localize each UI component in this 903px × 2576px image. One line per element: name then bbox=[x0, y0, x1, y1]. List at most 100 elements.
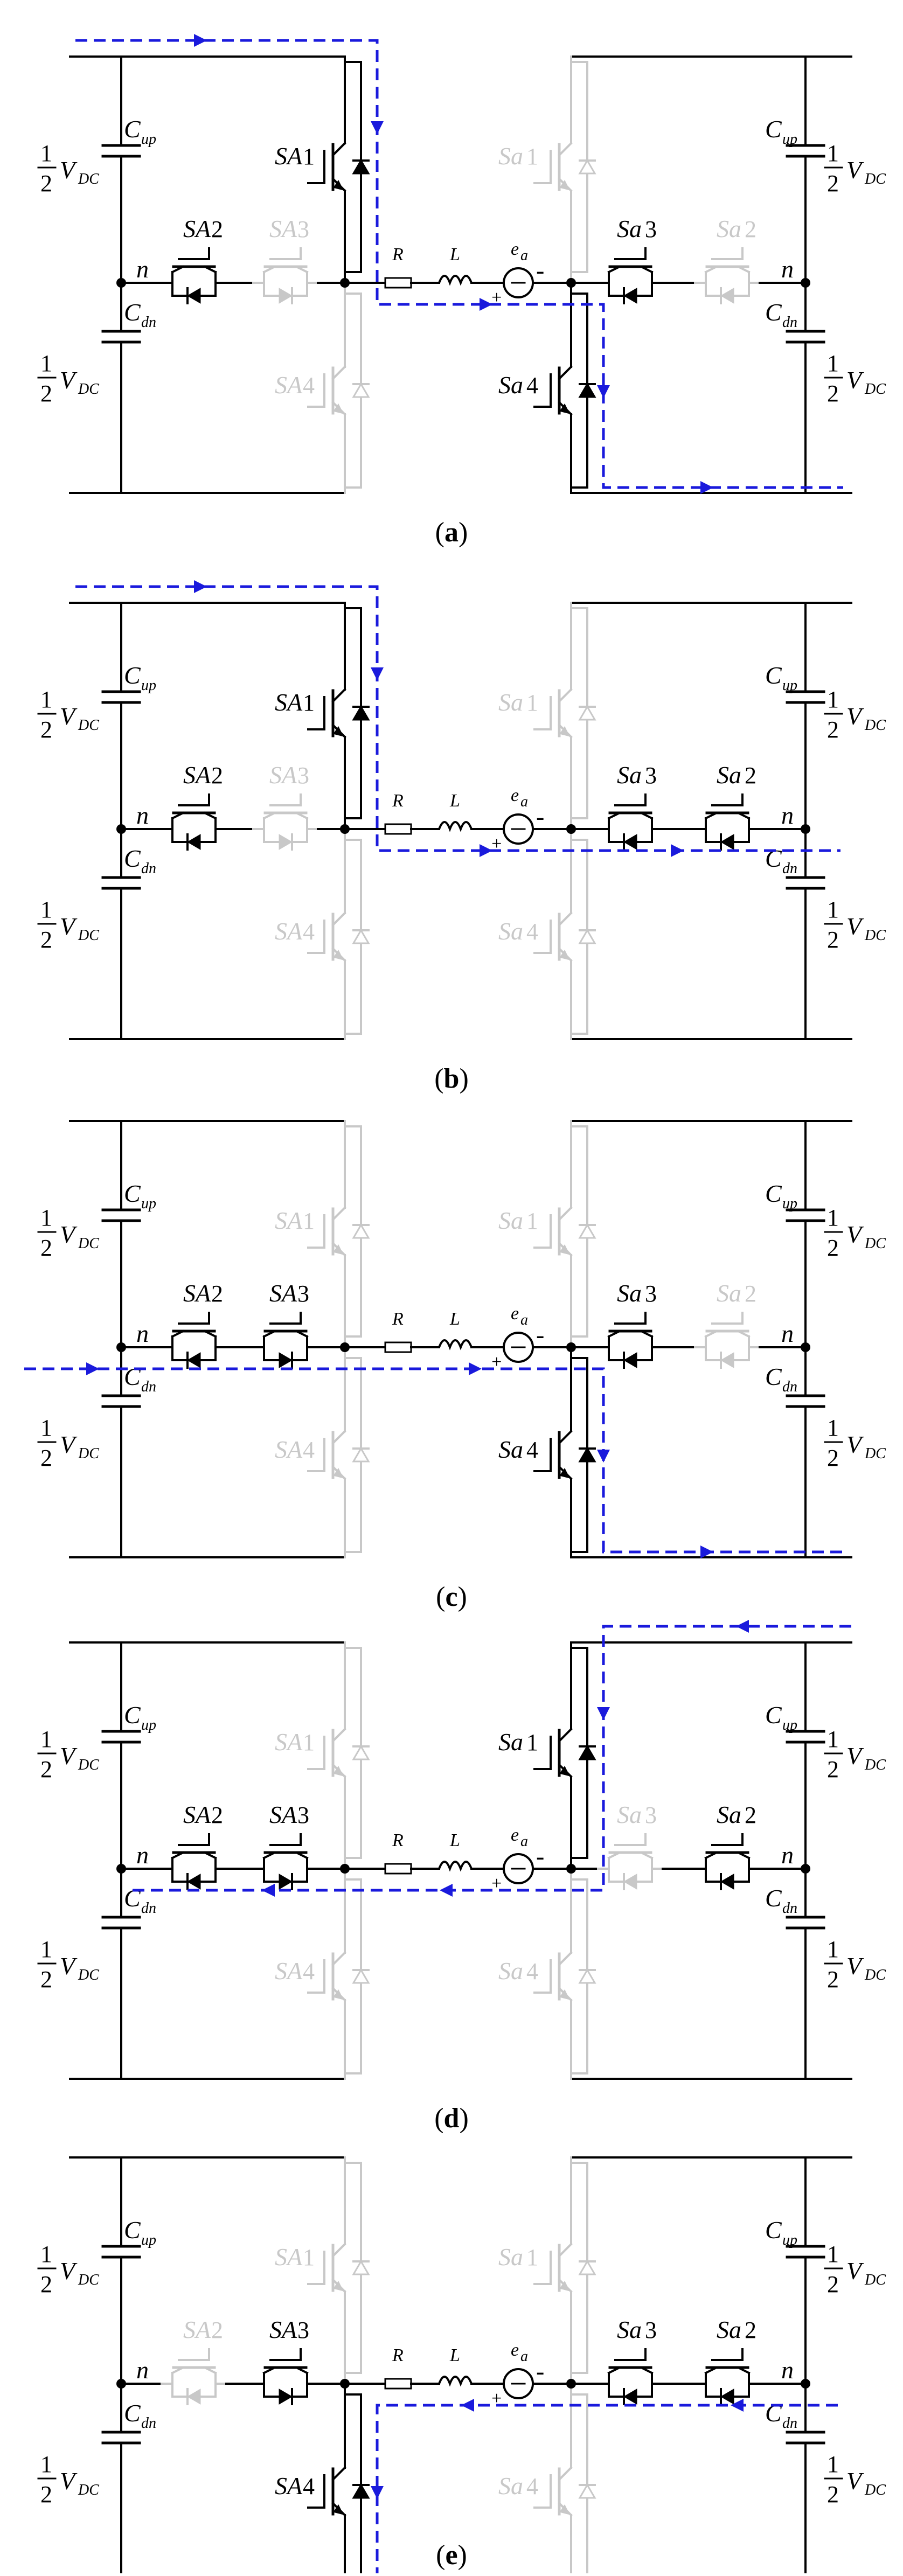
arrow-down bbox=[597, 1450, 610, 1463]
sw-letters: Sa bbox=[498, 1436, 523, 1463]
label-minus: - bbox=[536, 256, 544, 284]
cap-dn-right bbox=[786, 876, 825, 890]
cap-sub: up bbox=[141, 1195, 156, 1212]
arrow-right bbox=[194, 34, 207, 47]
sw-letters: SA bbox=[269, 1279, 297, 1307]
frac-den: 2 bbox=[40, 380, 52, 407]
switch-SA4 bbox=[307, 2388, 370, 2576]
current-line bbox=[376, 2404, 838, 2576]
arrow-left bbox=[262, 1884, 275, 1897]
sw-num: 1 bbox=[303, 143, 315, 170]
n-label-right: n bbox=[781, 2356, 794, 2384]
cap-sub: dn bbox=[141, 860, 156, 877]
n-label-right: n bbox=[781, 1841, 794, 1869]
arrow-right bbox=[86, 1362, 99, 1375]
frac-den: 2 bbox=[827, 1235, 839, 1261]
switch-SA3 bbox=[252, 1833, 319, 1890]
caption-d: (d) bbox=[434, 2103, 469, 2134]
arrow-right bbox=[480, 298, 492, 311]
switch-Sa3 bbox=[597, 247, 664, 304]
cap-up-left bbox=[101, 1208, 141, 1222]
resistor-R bbox=[384, 1341, 412, 1353]
cap-sub: up bbox=[141, 677, 156, 694]
cap-up-right bbox=[786, 1730, 825, 1744]
switch-SA1 bbox=[307, 1641, 370, 1864]
frac-den: 2 bbox=[827, 1966, 839, 1993]
n-label-left: n bbox=[136, 1320, 149, 1347]
vdc-label: V bbox=[846, 702, 864, 730]
label-e-sub: a bbox=[520, 2348, 528, 2365]
switch-SA2 bbox=[161, 2348, 227, 2405]
cap-sub: up bbox=[782, 1195, 797, 1212]
sw-letters: SA bbox=[183, 2316, 211, 2343]
label-R: R bbox=[392, 791, 404, 811]
current-line bbox=[75, 585, 841, 852]
vdc-sub: DC bbox=[78, 717, 99, 734]
resistor-R bbox=[384, 823, 412, 835]
cap-sub: dn bbox=[141, 2415, 156, 2432]
sw-letters: Sa bbox=[717, 215, 741, 242]
arrow-right bbox=[480, 844, 492, 857]
sw-letters: SA bbox=[275, 1957, 303, 1985]
sw-num: 2 bbox=[211, 1802, 223, 1828]
frac-num: 1 bbox=[40, 1415, 52, 1441]
sw-letters: Sa bbox=[498, 917, 523, 945]
frac-den: 2 bbox=[827, 1756, 839, 1783]
label-plus: + bbox=[490, 288, 503, 308]
sw-letters: Sa bbox=[717, 761, 741, 789]
cap-sub: dn bbox=[141, 1378, 156, 1395]
cap-letter: C bbox=[765, 662, 782, 689]
label-minus: - bbox=[536, 1842, 544, 1870]
frac-num: 1 bbox=[827, 1205, 839, 1231]
sw-num: 2 bbox=[211, 1280, 223, 1307]
sw-num: 1 bbox=[526, 143, 538, 170]
sw-letters: Sa bbox=[617, 2316, 642, 2343]
cap-up-left bbox=[101, 690, 141, 704]
sw-letters: Sa bbox=[498, 2243, 523, 2271]
vdc-label: V bbox=[846, 1221, 864, 1248]
arrow-left bbox=[461, 2399, 474, 2412]
label-e-sub: a bbox=[520, 793, 528, 810]
sw-letters: SA bbox=[275, 2243, 303, 2271]
vdc-label: V bbox=[60, 366, 78, 394]
label-plus: + bbox=[490, 834, 503, 854]
frac-num: 1 bbox=[40, 2451, 52, 2477]
sw-num: 4 bbox=[526, 2473, 538, 2500]
caption-text: (b) bbox=[434, 1063, 469, 1094]
switch-SA2 bbox=[161, 793, 227, 851]
sw-num: 4 bbox=[303, 372, 315, 399]
cap-sub: up bbox=[782, 2232, 797, 2248]
frac-den: 2 bbox=[40, 1756, 52, 1783]
cap-up-left bbox=[101, 144, 141, 158]
switch-Sa2 bbox=[694, 793, 761, 851]
n-label-right: n bbox=[781, 1320, 794, 1347]
resistor-R bbox=[384, 2378, 412, 2390]
sw-num: 2 bbox=[745, 1802, 756, 1828]
current-path bbox=[127, 1620, 851, 1897]
sw-letters: SA bbox=[183, 1279, 211, 1307]
cap-letter: C bbox=[124, 2399, 141, 2427]
switch-SA3 bbox=[252, 1312, 319, 1369]
switch-SA2 bbox=[161, 247, 227, 304]
sw-letters: SA bbox=[275, 371, 303, 399]
switch-Sa4 bbox=[533, 287, 596, 494]
sw-letters: Sa bbox=[498, 2472, 523, 2500]
sw-num: 2 bbox=[211, 216, 223, 242]
sw-letters: SA bbox=[275, 1207, 303, 1234]
current-path bbox=[371, 2399, 838, 2576]
frac-den: 2 bbox=[827, 170, 839, 197]
sw-num: 3 bbox=[297, 1280, 309, 1307]
switch-Sa4 bbox=[533, 1352, 596, 1558]
